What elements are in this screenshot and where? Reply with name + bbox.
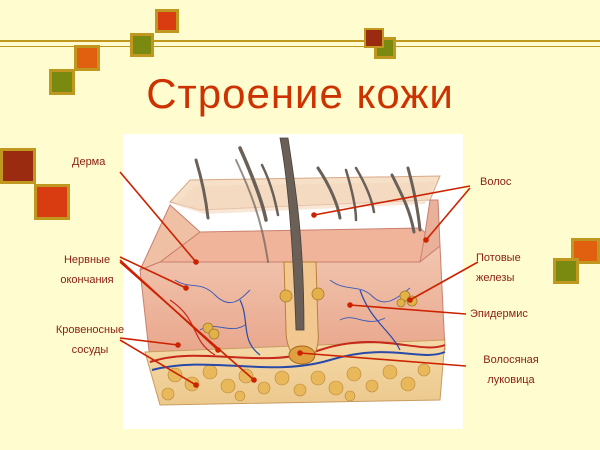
- pointer-epidermis: [349, 304, 467, 315]
- slide-title: Строение кожи: [146, 70, 454, 117]
- label-epidermis: Эпидермис: [470, 308, 528, 320]
- label-hair-bulb-line1: Волосяная: [483, 354, 539, 366]
- deco-square-dark-red: [364, 28, 384, 48]
- deco-square-red: [155, 9, 179, 33]
- pointer-derma: [119, 171, 197, 263]
- pointer-bulb: [299, 352, 467, 367]
- pointer-lines: [119, 171, 479, 388]
- label-blood-vessels-line2: сосуды: [71, 344, 109, 356]
- epidermis-texture: [175, 182, 435, 214]
- deco-square-red: [34, 184, 70, 220]
- deco-square-olive: [49, 69, 75, 95]
- label-hair-bulb-line2: луковица: [487, 374, 535, 386]
- label-hair-bulb: Волосяная луковица: [472, 350, 550, 390]
- top-decor-line: [0, 40, 600, 42]
- nerve-fibers: [174, 279, 411, 331]
- main-hair-shaft: [279, 137, 305, 331]
- deco-square-olive: [553, 258, 579, 284]
- pointer-hair: [313, 185, 471, 216]
- pointer-nerve-1: [119, 256, 187, 289]
- sweat-gland: [202, 290, 418, 340]
- label-nerve-endings-line1: Нервные: [63, 254, 111, 266]
- label-hair: Волос: [480, 176, 512, 188]
- label-sweat-glands: Потовые железы: [476, 248, 521, 288]
- label-derma: Дерма: [72, 156, 106, 168]
- pointer-nerve-3: [119, 261, 255, 381]
- hair-bulb: [288, 345, 316, 365]
- deco-square-orange: [74, 45, 100, 71]
- deco-square-dark-red: [0, 148, 36, 184]
- label-sweat-glands-line1: Потовые: [476, 252, 521, 264]
- pointer-sweat: [409, 261, 479, 301]
- label-blood-vessels-line1: Кровеносные: [55, 324, 125, 336]
- label-blood-vessels: Кровеносные сосуды: [48, 320, 132, 360]
- pointer-hair-2: [425, 187, 471, 241]
- blood-vessels: [149, 289, 446, 371]
- top-decor-line-thin: [0, 46, 600, 47]
- label-sweat-glands-line2: железы: [476, 272, 515, 284]
- pointer-vessels-2: [119, 339, 197, 386]
- pointer-vessels-1: [119, 337, 179, 346]
- label-nerve-endings: Нервные окончания: [54, 250, 120, 290]
- deco-square-olive: [130, 33, 154, 57]
- label-nerve-endings-line2: окончания: [60, 274, 114, 286]
- hairs: [194, 146, 422, 263]
- fat-cells: [161, 363, 431, 402]
